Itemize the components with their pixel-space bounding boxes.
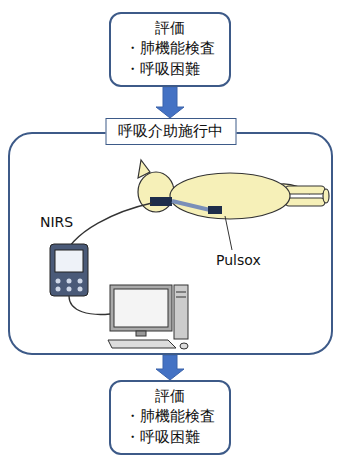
pulsox-sensor — [208, 206, 222, 214]
box-heading: 評価 — [125, 18, 215, 38]
block-arrow — [156, 355, 184, 380]
box-item: ・呼吸困難 — [125, 427, 215, 447]
box-item: ・肺機能検査 — [125, 38, 215, 58]
device-label: NIRS — [40, 214, 73, 230]
nirs-device — [50, 244, 88, 296]
device-screen — [55, 250, 83, 272]
process-box: 評価・肺機能検査・呼吸困難 — [109, 12, 231, 87]
region-heading: 呼吸介助施行中 — [105, 118, 236, 145]
process-box: 評価・肺機能検査・呼吸困難 — [109, 380, 231, 455]
box-item: ・呼吸困難 — [125, 59, 215, 79]
nirs-probe — [150, 197, 172, 206]
box-heading: 評価 — [125, 386, 215, 406]
device-label: Pulsox — [216, 252, 261, 268]
box-item: ・肺機能検査 — [125, 406, 215, 426]
block-arrow — [156, 87, 184, 118]
